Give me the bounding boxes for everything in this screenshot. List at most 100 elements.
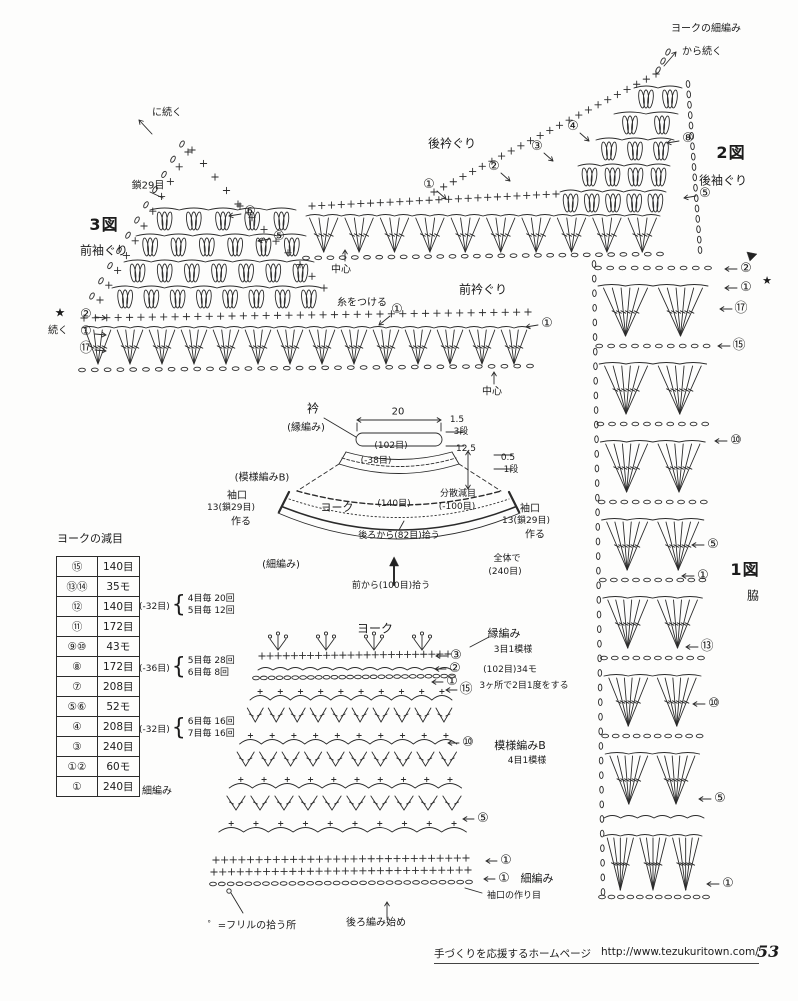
row-num-cell: ① — [56, 776, 98, 797]
decrease-line2: 7目毎 16回 — [187, 729, 235, 740]
fig3-row-number-6: ⑥ — [244, 203, 256, 219]
yoke-row-number-2: ② — [449, 660, 461, 676]
decrease-total: (-32目) — [139, 601, 170, 612]
brace: { — [171, 653, 186, 680]
yoke-sc-row-number-1b: ① — [498, 870, 510, 886]
fig1-subtitle: 脇 — [746, 588, 760, 603]
front-neck-center-label: 中心 — [482, 386, 502, 398]
row-val-cell: 208目 — [97, 676, 140, 697]
yoke-decrease-note: 3ヶ所で2目1度をする — [479, 681, 569, 692]
front-neck-attach-number: ① — [391, 301, 403, 317]
decrease-detail: 4目毎 20回 5目毎 12回 — [188, 593, 235, 617]
back-neck-center-label: 中心 — [331, 264, 351, 276]
fig1-row-number: ⑤ — [714, 790, 726, 806]
fig3-star-marker: ★ — [54, 305, 66, 320]
schematic-cuff-right-2: 13(鎖29目) — [502, 516, 550, 527]
schematic-cuff-right-1: 袖口 — [520, 503, 540, 515]
yoke-row-number-3: ③ — [450, 647, 462, 663]
decrease-line2: 5目毎 12回 — [187, 606, 235, 617]
row-num-cell: ⑫ — [56, 596, 98, 617]
yoke-start-label: 後ろ編み始め — [346, 917, 406, 929]
fig3-row-number-1: ① — [80, 323, 92, 339]
yoke-row-number-10: ⑩ — [462, 734, 474, 750]
row-num-cell: ⑦ — [56, 676, 98, 697]
fig3-continue-to-label: に続く — [152, 107, 182, 119]
footer-site-label: 手づくりを応援するホームページ — [434, 948, 591, 960]
schematic-width-20: 20 — [391, 406, 405, 418]
fig2-continue-from-line1: ヨークの細編み — [671, 23, 741, 35]
schematic-collar-cm: 1.5 — [449, 415, 465, 426]
yoke-cuff-note: 袖口の作り目 — [486, 891, 542, 902]
fig1-row-number: ⑩ — [730, 432, 742, 448]
row-num-cell: ⑧ — [56, 656, 98, 677]
schematic-single-crochet-label: (細編み) — [262, 559, 300, 571]
table-last-row-note: 細編み — [142, 786, 172, 797]
yoke-chart — [209, 631, 498, 919]
schematic-total-label: 全体で — [493, 554, 521, 565]
fig3-row-number-5: ⑤ — [273, 228, 285, 244]
yoke-table-title: ヨークの減目 — [57, 532, 123, 545]
row-num-cell: ⑨⑩ — [56, 636, 98, 657]
front-neck-attach-yarn-label: 糸をつける — [337, 297, 387, 309]
row-val-cell: 35モ — [97, 576, 140, 597]
fig1-row-number: ⑰ — [734, 300, 748, 316]
fig2-row-number-8: ⑧ — [682, 130, 694, 146]
decrease-total: (-36目) — [139, 663, 170, 674]
schematic-collar-rows: 3段 — [453, 427, 469, 438]
row-val-cell: 52モ — [97, 696, 140, 717]
fig1-row-number: ⑬ — [700, 638, 714, 654]
fig2-row-number-2: ② — [488, 158, 500, 174]
fig3-subtitle: 前袖ぐり — [79, 243, 129, 258]
yoke-row-number-1: ① — [446, 673, 458, 689]
footer: 手づくりを応援するホームページ http://www.tezukuritown.… — [434, 946, 759, 964]
yoke-sc-row-number-1a: ① — [500, 852, 512, 868]
schematic-collar-label: 衿 — [306, 401, 320, 416]
fig2-row-number-3: ③ — [531, 138, 543, 154]
yoke-chart-title: ヨーク — [356, 621, 394, 636]
fig3-star-note: 続く — [48, 325, 68, 337]
decrease-total: (-32目) — [139, 724, 170, 735]
schematic-collar-sub: (縁編み) — [287, 422, 325, 434]
schematic-decrease-100: (-100目) — [438, 502, 476, 513]
fig1-star-marker: ★ — [762, 273, 772, 287]
row-val-cell: 172目 — [97, 616, 140, 637]
footer-url: http://www.tezukuritown.com/ — [600, 946, 759, 958]
yoke-row-number-15: ⑮ — [459, 681, 473, 697]
fig2-chart — [430, 48, 703, 254]
brace: { — [171, 714, 186, 741]
schematic-back-pickup: 後ろから(82目)拾う — [358, 531, 440, 542]
fig3-chain29-label: 鎖29目 — [131, 180, 165, 192]
fig3-row-number-2: ② — [80, 306, 92, 322]
schematic-extra-row: 1段 — [503, 465, 519, 476]
yoke-row-number-5: ⑤ — [477, 810, 489, 826]
yoke-pattern-b-sub: 4目1模様 — [507, 756, 547, 767]
yoke-edge-label: 縁編み — [487, 626, 521, 640]
row-num-cell: ⑮ — [56, 556, 98, 577]
fig1-row-number: ① — [740, 279, 752, 295]
row-num-cell: ⑪ — [56, 616, 98, 637]
back-neck-chart — [302, 190, 664, 262]
row-val-cell: 240目 — [97, 776, 140, 797]
fig3-row-number-17: ⑰ — [79, 340, 93, 356]
schematic-cuff-left-2: 13(鎖29目) — [207, 503, 255, 514]
row-val-cell: 60モ — [97, 756, 140, 777]
schematic-extra-cm: 0.5 — [500, 453, 516, 464]
fig1-row-number: ② — [740, 260, 752, 276]
yoke-stitches-102: (102目)34モ — [483, 665, 537, 676]
row-val-cell: 43モ — [97, 636, 140, 657]
fig1-title: 1図 — [730, 560, 760, 580]
decrease-line1: 4目毎 20回 — [187, 594, 235, 604]
schematic-pattern-b-label: (模様編みB) — [234, 472, 290, 484]
yoke-sc-label: 細編み — [520, 871, 554, 885]
fig2-row-number-5: ⑤ — [699, 185, 711, 201]
schematic-decrease-38: (-38目) — [360, 456, 392, 467]
